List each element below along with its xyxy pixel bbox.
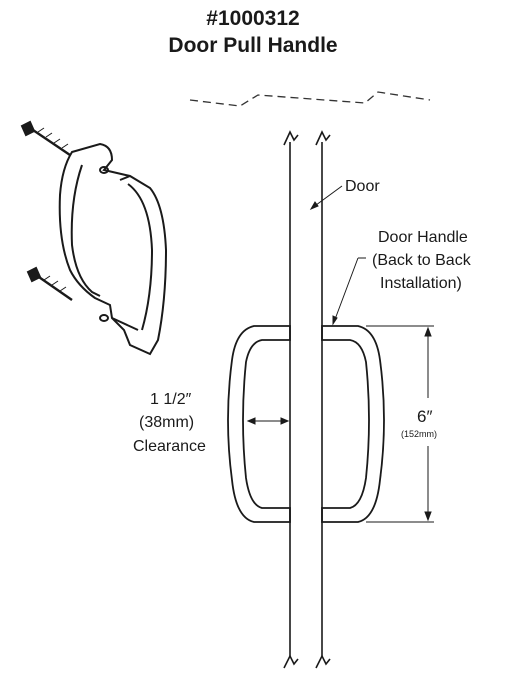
- clearance-label-2: (38mm): [139, 414, 194, 431]
- clearance-dimension: [246, 417, 290, 425]
- door-handle-right: [321, 325, 385, 523]
- screw-bottom: [26, 266, 73, 301]
- clearance-label-1: 1 1/2″: [150, 391, 192, 408]
- handle-perspective-illustration: [20, 120, 168, 356]
- door-label: Door: [345, 178, 380, 195]
- ceiling-line: [189, 91, 431, 107]
- door-handle-label-2: (Back to Back: [372, 252, 472, 269]
- height-metric-label: (152mm): [401, 429, 437, 439]
- handle-bar-outer: [58, 142, 168, 356]
- door-handle-label-1: Door Handle: [378, 229, 468, 246]
- height-imperial-label: 6″: [417, 407, 432, 426]
- door-handle-left: [227, 325, 291, 523]
- door-panel: [283, 130, 331, 669]
- height-dimension: [366, 325, 434, 523]
- screw-top: [20, 120, 71, 156]
- part-number: #1000312: [206, 7, 300, 30]
- clearance-label-3: Clearance: [133, 438, 206, 455]
- leaders: [309, 185, 366, 326]
- product-title: Door Pull Handle: [168, 34, 338, 57]
- door-handle-label-3: Installation): [380, 275, 462, 292]
